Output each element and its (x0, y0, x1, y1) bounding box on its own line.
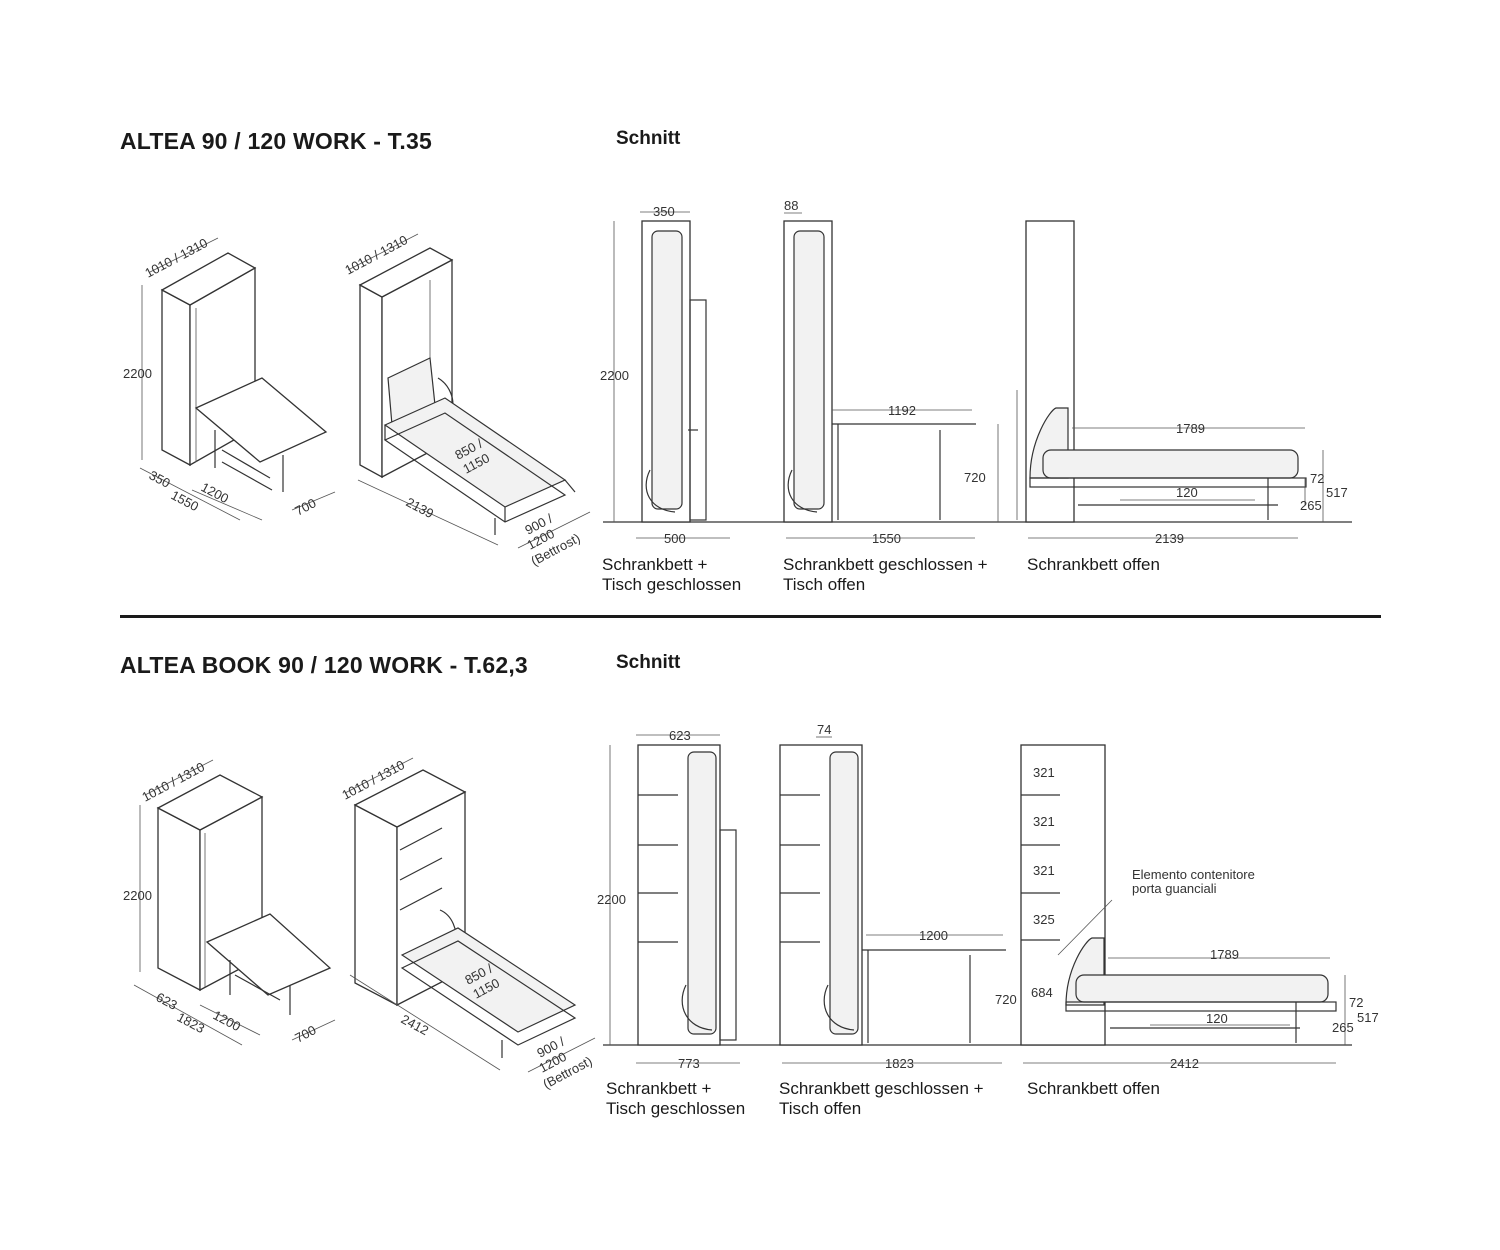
dim-shelf-3: 321 (1033, 863, 1055, 878)
section-label-top: Schnitt (616, 128, 681, 149)
note-line-1: Elemento contenitore (1132, 867, 1255, 882)
dim-bottom: 1550 (872, 531, 901, 546)
dim-265: 265 (1332, 1020, 1354, 1035)
title-top: ALTEA 90 / 120 WORK - T.35 (120, 128, 432, 154)
note-line-2: porta guanciali (1132, 881, 1217, 896)
dim-bottom: 2412 (1170, 1056, 1199, 1071)
dim-table-height: 720 (964, 470, 986, 485)
iso-open-bed-bottom (353, 769, 577, 1058)
section-label-bottom: Schnitt (616, 652, 681, 673)
dim-517: 517 (1357, 1010, 1379, 1025)
dim-gap: 120 (1206, 1011, 1228, 1026)
section-divider (120, 615, 1381, 618)
dim-shelf-1: 321 (1033, 765, 1055, 780)
iso-closed-cabinet-top (160, 252, 328, 492)
dim-bottom: 2139 (1155, 531, 1184, 546)
dim-depth-open: 1823 (175, 1009, 208, 1036)
dim-bed-length: 1789 (1210, 947, 1239, 962)
caption-bottom-1: Schrankbett +Tisch geschlossen (606, 1079, 746, 1118)
dim-bed-length: 1789 (1176, 421, 1205, 436)
dim-shelf-5: 684 (1031, 985, 1053, 1000)
dim-265: 265 (1300, 498, 1322, 513)
dim-top: 74 (817, 722, 831, 737)
dim-gap: 120 (1176, 485, 1198, 500)
caption-top-3: Schrankbett offen (1027, 555, 1160, 574)
dim-table-width: 1200 (199, 479, 232, 506)
section-bed-open-bottom: 321 321 321 325 684 Elemento contenitore… (1020, 744, 1379, 1071)
dim-depth: 350 (147, 467, 173, 490)
dim-table-depth: 700 (292, 1022, 318, 1045)
title-bottom: ALTEA BOOK 90 / 120 WORK - T.62,3 (120, 652, 528, 678)
caption-bottom-2: Schrankbett geschlossen +Tisch offen (779, 1079, 984, 1118)
dim-depth: 623 (154, 989, 180, 1012)
dim-height: 2200 (123, 366, 152, 381)
dim-height: 2200 (597, 892, 626, 907)
iso-open-bed-top (358, 247, 576, 535)
caption-bottom-3: Schrankbett offen (1027, 1079, 1160, 1098)
dim-length: 2139 (404, 494, 437, 521)
dim-shelf-2: 321 (1033, 814, 1055, 829)
dim-bottom: 773 (678, 1056, 700, 1071)
dim-table-depth: 700 (292, 495, 318, 518)
dim-shelf-4: 325 (1033, 912, 1055, 927)
caption-top-2: Schrankbett geschlossen +Tisch offen (783, 555, 988, 594)
dim-height: 2200 (600, 368, 629, 383)
dim-bottom: 500 (664, 531, 686, 546)
dim-top: 88 (784, 198, 798, 213)
section-bed-open-top: 1789 120 72 517 265 2139 (1016, 220, 1348, 546)
dim-517: 517 (1326, 485, 1348, 500)
dim-table: 1200 (919, 928, 948, 943)
dim-top: 350 (653, 204, 675, 219)
dim-table: 1192 (888, 403, 916, 418)
dim-height: 2200 (123, 888, 152, 903)
dim-bottom: 1823 (885, 1056, 914, 1071)
dim-72: 72 (1349, 995, 1363, 1010)
iso-closed-cabinet-bottom (156, 774, 332, 1015)
caption-top-1: Schrankbett +Tisch geschlossen (602, 555, 742, 594)
dim-top: 623 (669, 728, 691, 743)
dim-72: 72 (1310, 471, 1324, 486)
section-closed-top: 350 2200 500 (600, 204, 730, 546)
section-table-bottom: 74 1200 720 1823 (779, 722, 1029, 1071)
section-closed-bottom: 623 2200 773 (597, 728, 740, 1071)
section-table-top: 88 1192 720 1550 (783, 198, 999, 546)
dim-length: 2412 (399, 1011, 432, 1038)
dim-table-height: 720 (995, 992, 1017, 1007)
